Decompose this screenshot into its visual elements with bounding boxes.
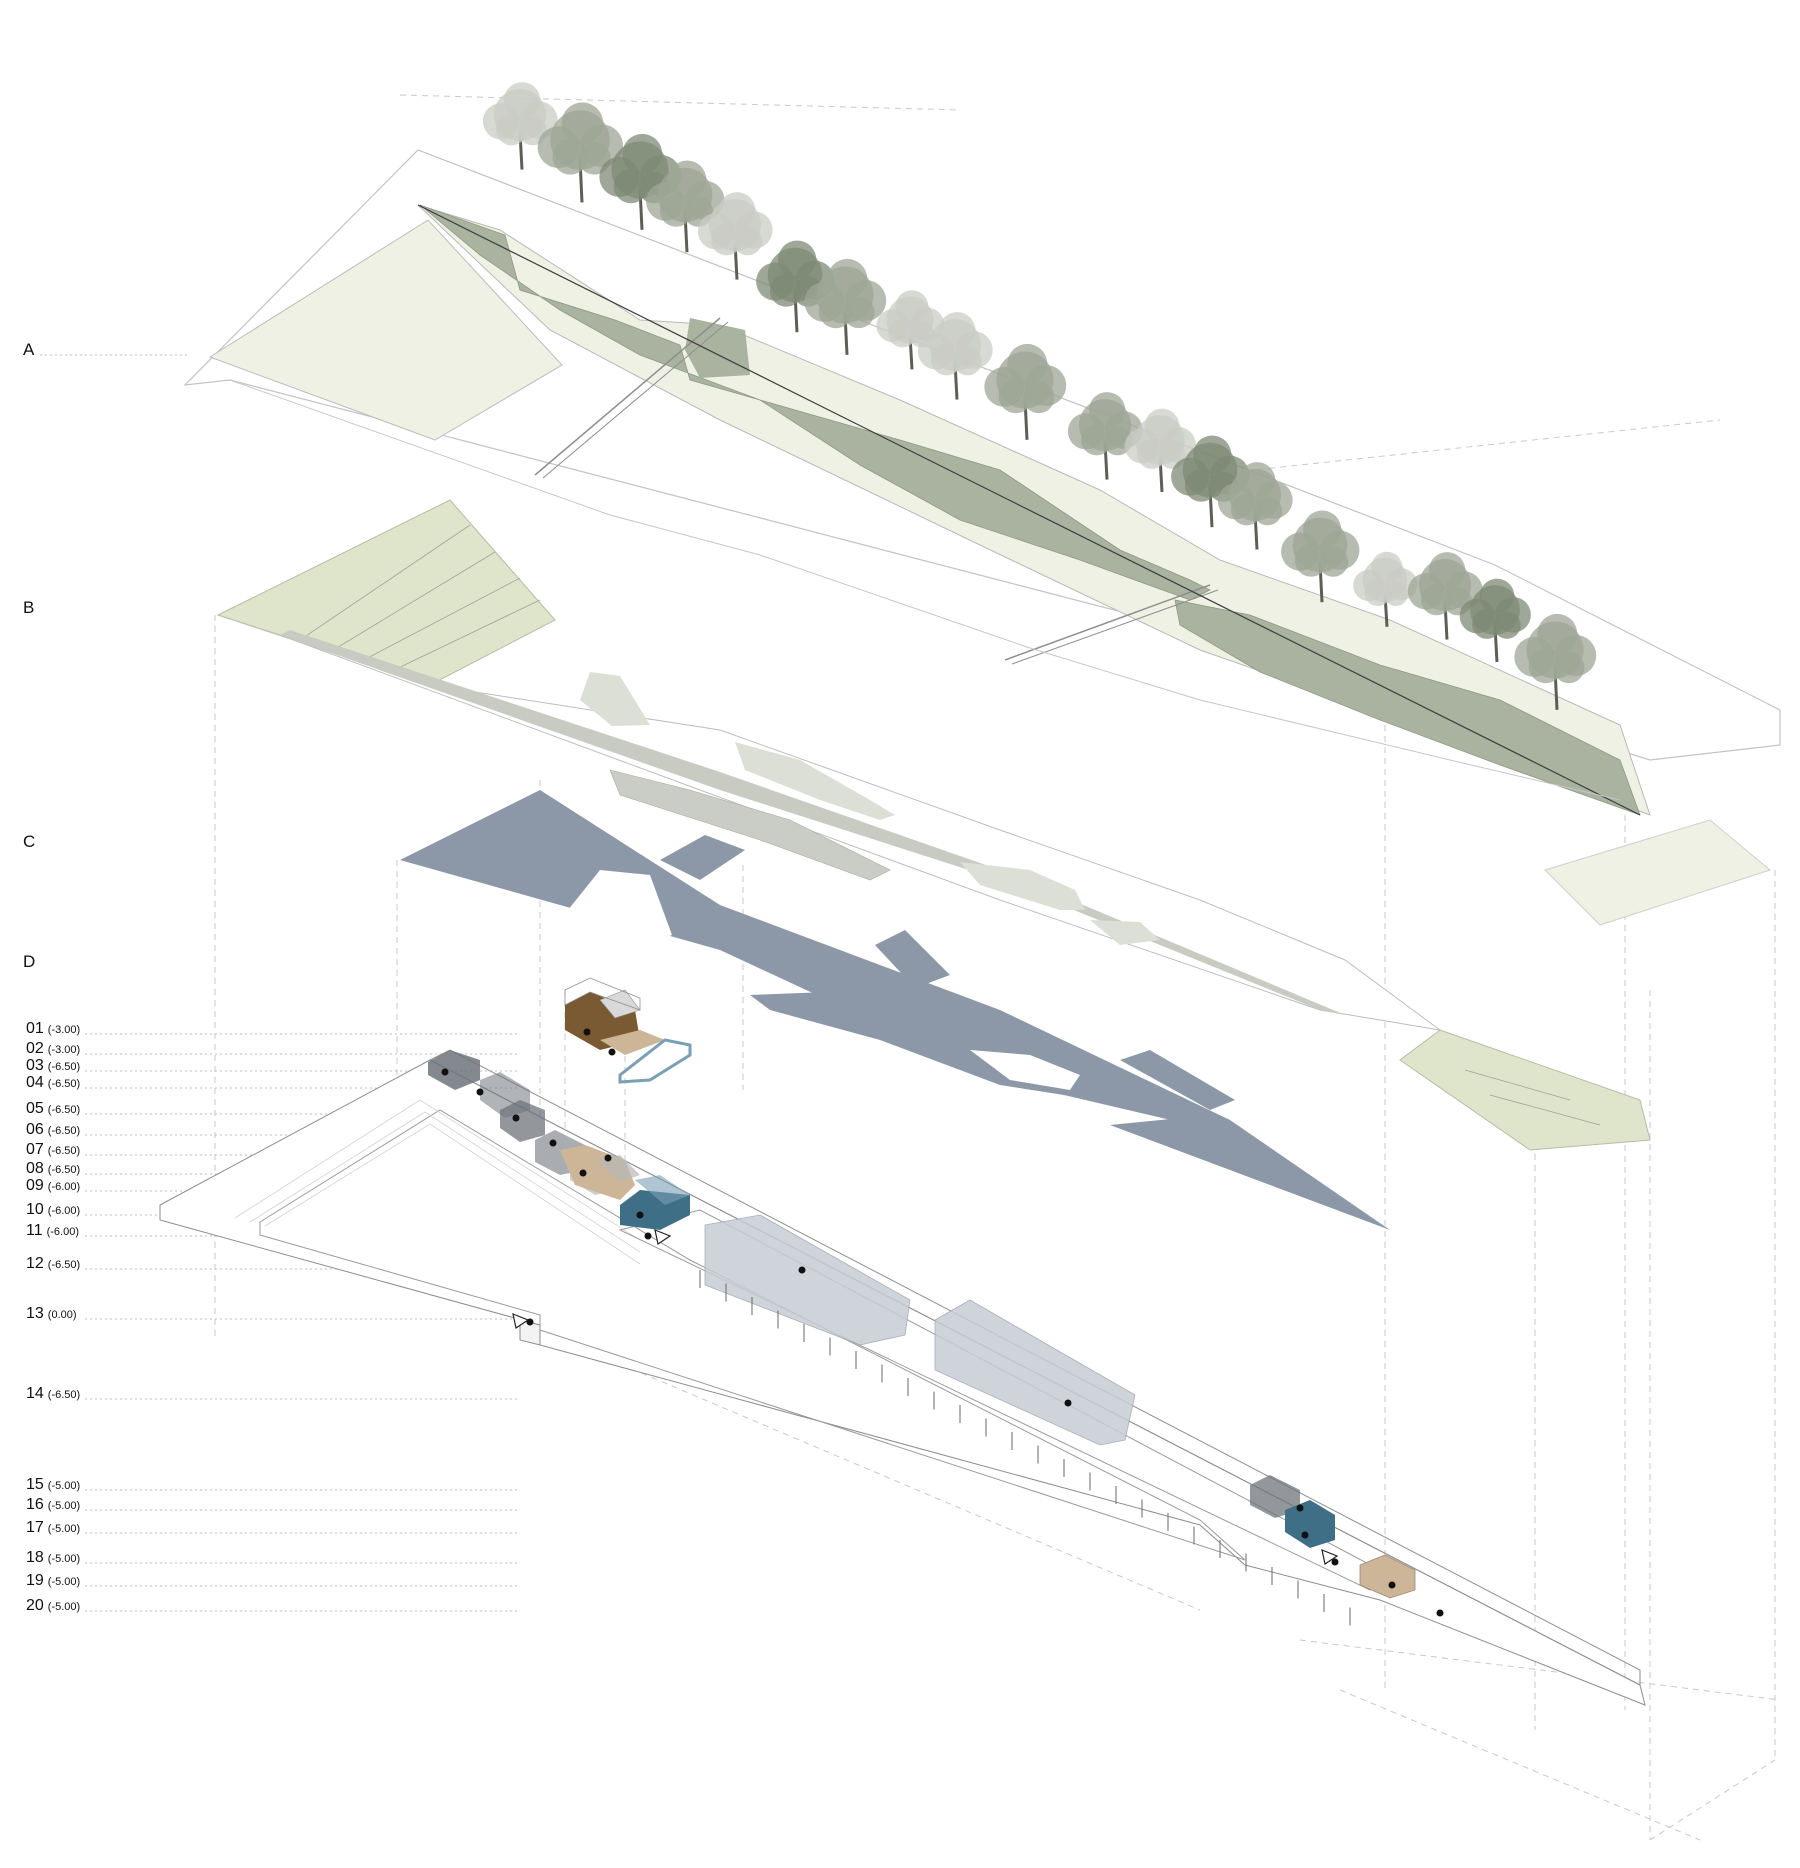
entrance-arrows (512, 1229, 1339, 1565)
level-number: 08 (26, 1160, 44, 1177)
tree-icon (984, 343, 1067, 440)
level-number: 05 (26, 1100, 44, 1117)
layer-c-plaza-plane (400, 790, 1390, 1230)
tree-icon (1217, 462, 1293, 550)
level-elevation: (-6.50) (47, 1104, 81, 1116)
layer-a-landscape (183, 82, 1781, 926)
level-number: 02 (26, 1040, 44, 1057)
tree-row (482, 82, 1597, 710)
level-16: 16(-5.00) (26, 1496, 80, 1514)
level-14: 14(-6.50) (26, 1385, 80, 1403)
tree-icon (876, 290, 945, 370)
tree-icon (697, 192, 773, 280)
level-elevation: (-6.50) (47, 1145, 81, 1157)
layer-label-d: D (23, 952, 36, 971)
column-posts (699, 1270, 1351, 1626)
layer-label-c: C (23, 832, 36, 851)
level-number: 15 (26, 1476, 44, 1493)
layer-label-a: A (23, 340, 35, 359)
level-elevation: (-5.00) (47, 1553, 81, 1565)
tree-icon (1407, 552, 1483, 640)
level-number: 17 (26, 1519, 44, 1536)
level-18: 18(-5.00) (26, 1549, 80, 1567)
level-number: 03 (26, 1057, 44, 1074)
level-number: 07 (26, 1141, 44, 1158)
level-04: 04(-6.50) (26, 1074, 80, 1092)
tree-icon (482, 82, 558, 170)
level-number: 11 (26, 1222, 43, 1239)
level-17: 17(-5.00) (26, 1519, 80, 1537)
tree-icon (1459, 578, 1531, 663)
level-06: 06(-6.50) (26, 1121, 80, 1139)
level-08: 08(-6.50) (26, 1160, 80, 1178)
level-elevation: (-6.50) (47, 1259, 81, 1271)
level-number: 04 (26, 1074, 44, 1091)
level-05: 05(-6.50) (26, 1100, 80, 1118)
tree-icon (917, 312, 993, 400)
tree-icon (1124, 408, 1196, 493)
level-elevation: (-6.50) (47, 1389, 81, 1401)
layer-b-ground-plane (216, 499, 1651, 1151)
level-07: 07(-6.50) (26, 1141, 80, 1159)
level-13: 13(0.00) (26, 1305, 77, 1323)
level-elevation: (-5.00) (47, 1601, 81, 1613)
level-elevation: (-6.50) (47, 1164, 81, 1176)
level-11: 11(-6.00) (26, 1222, 79, 1240)
level-number: 14 (26, 1385, 44, 1402)
level-number: 09 (26, 1177, 44, 1194)
level-number: 18 (26, 1549, 44, 1566)
tree-icon (537, 102, 624, 203)
level-elevation: (-5.00) (47, 1523, 81, 1535)
level-12: 12(-6.50) (26, 1255, 80, 1273)
tree-icon (599, 133, 682, 230)
level-number: 16 (26, 1496, 44, 1513)
level-15: 15(-5.00) (26, 1476, 80, 1494)
layer-d-underground (159, 977, 1646, 1706)
level-elevation: (-6.50) (47, 1125, 81, 1137)
level-03: 03(-6.50) (26, 1057, 80, 1075)
level-number: 20 (26, 1597, 44, 1614)
level-elevation: (-6.50) (47, 1078, 81, 1090)
level-19: 19(-5.00) (26, 1572, 80, 1590)
level-20: 20(-5.00) (26, 1597, 80, 1615)
tree-icon (804, 258, 887, 355)
tree-icon (1067, 392, 1143, 480)
level-number: 12 (26, 1255, 44, 1272)
level-elevation: (-3.00) (47, 1024, 81, 1036)
level-number: 19 (26, 1572, 44, 1589)
level-elevation: (-5.00) (47, 1480, 81, 1492)
level-10: 10(-6.00) (26, 1201, 80, 1219)
level-elevation: (-6.00) (46, 1226, 80, 1238)
level-09: 09(-6.00) (26, 1177, 80, 1195)
tree-icon (1514, 613, 1597, 710)
level-number: 13 (26, 1305, 44, 1322)
level-elevation: (-6.00) (47, 1181, 81, 1193)
level-elevation: (0.00) (47, 1309, 77, 1321)
level-elevation: (-5.00) (47, 1576, 81, 1588)
level-number: 01 (26, 1020, 44, 1037)
tree-icon (1281, 510, 1360, 603)
layer-label-b: B (23, 598, 35, 617)
level-elevation: (-6.50) (47, 1061, 81, 1073)
level-02: 02(-3.00) (26, 1040, 80, 1058)
level-elevation: (-6.00) (47, 1205, 81, 1217)
tree-icon (1353, 551, 1418, 627)
level-elevation: (-3.00) (47, 1044, 81, 1056)
level-01: 01(-3.00) (26, 1020, 80, 1038)
level-number: 06 (26, 1121, 44, 1138)
level-number: 10 (26, 1201, 44, 1218)
projection-lines (214, 94, 1781, 1841)
level-elevation: (-5.00) (47, 1500, 81, 1512)
point-markers (441, 1028, 1444, 1617)
